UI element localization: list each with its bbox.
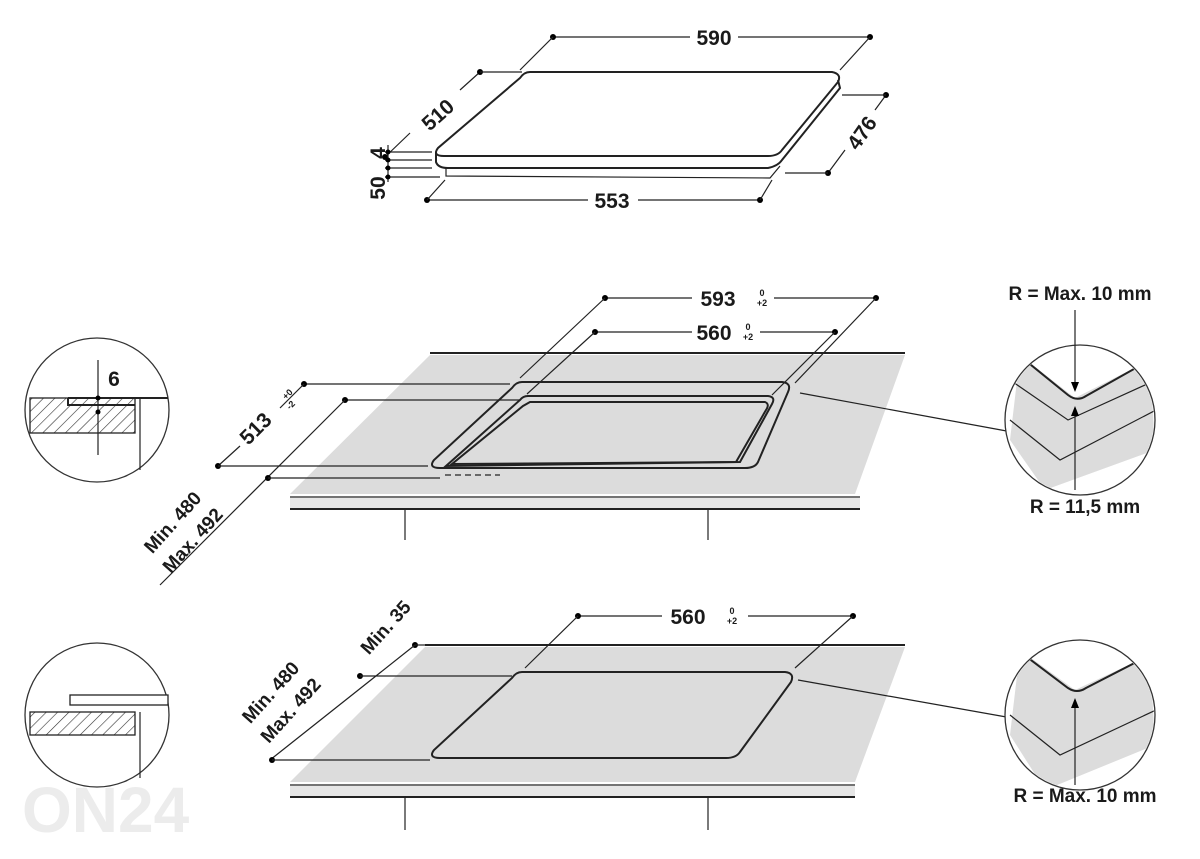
tol-top: 0 [745, 322, 750, 332]
tol-top: +0 [280, 387, 294, 401]
recess-depth: 6 [108, 368, 120, 391]
dim-outer-depth: 513 [236, 409, 277, 450]
hob-dimensions: 590 510 476 553 4 50 [367, 27, 889, 213]
flush-corner-detail: R = Max. 10 mm R = 11,5 mm [799, 284, 1156, 518]
flush-countertop [290, 352, 905, 540]
flush-detail-circle: 6 [24, 337, 170, 483]
standard-corner-detail: R = Max. 10 mm [797, 639, 1157, 807]
dim-glass-thickness: 4 [367, 147, 390, 159]
dim-inner-width: 560 [696, 322, 731, 345]
dim-width: 560 [670, 606, 705, 629]
corner-radius-inner: R = 11,5 mm [1030, 497, 1140, 518]
standard-countertop [290, 644, 905, 830]
dim-base-width: 553 [594, 190, 629, 213]
tol-top: 0 [729, 606, 734, 616]
corner-radius-max: R = Max. 10 mm [1013, 786, 1156, 807]
hob-drawing [435, 71, 842, 179]
dim-outer-width: 593 [700, 288, 735, 311]
corner-radius-max: R = Max. 10 mm [1008, 284, 1151, 305]
tol-bottom: +2 [727, 616, 737, 626]
dim-height: 50 [367, 176, 390, 199]
standard-detail-circle [24, 642, 170, 788]
tol-bottom: +2 [757, 298, 767, 308]
edge-min: Min. 35 [357, 597, 416, 659]
dim-depth: 510 [418, 95, 459, 136]
tol-bottom: +2 [743, 332, 753, 342]
dim-side-depth: 476 [843, 112, 882, 154]
dim-width: 590 [696, 27, 731, 50]
tol-top: 0 [759, 288, 764, 298]
